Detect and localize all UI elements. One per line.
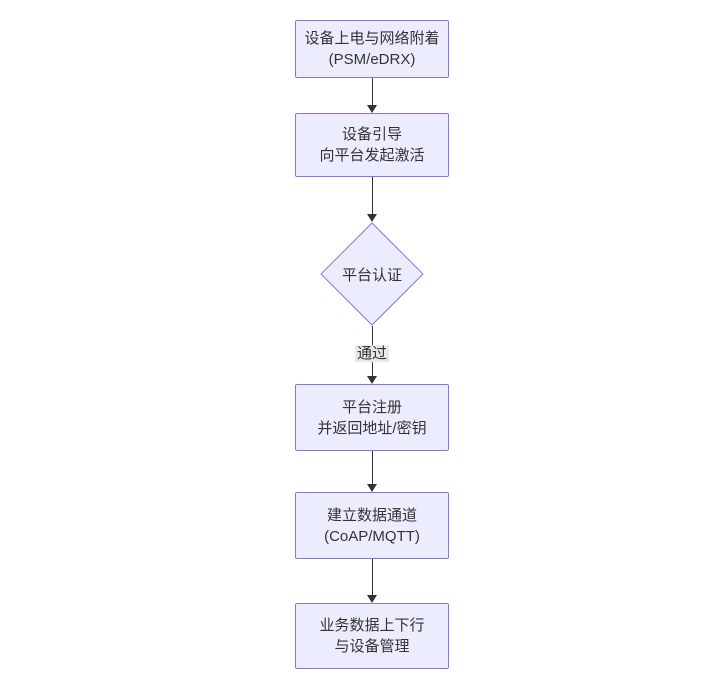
edge-line xyxy=(371,559,373,595)
diamond-shape xyxy=(320,222,424,326)
node-text-line: 设备上电与网络附着 xyxy=(304,30,440,47)
arrowhead-icon xyxy=(367,595,377,603)
arrowhead-icon xyxy=(367,105,377,113)
edge-label-pass: 通过 xyxy=(354,345,390,363)
edge-line xyxy=(371,177,373,214)
node-text-line: 平台认证 xyxy=(341,266,402,284)
node-data-channel: 建立数据通道 (CoAP/MQTT) xyxy=(295,492,449,559)
node-device-bootstrap: 设备引导 向平台发起激活 xyxy=(295,113,449,177)
edge-a-b xyxy=(312,78,432,113)
node-platform-auth-decision: 平台认证 xyxy=(320,222,424,326)
node-text-line: 并返回地址/密钥 xyxy=(317,419,427,437)
edge-b-c xyxy=(312,177,432,222)
node-text-line: 与设备管理 xyxy=(334,638,410,655)
flow-column: 设备上电与网络附着 (PSM/eDRX) 设备引导 向平台发起激活 平台认证 xyxy=(9,20,726,669)
node-text-line: 平台注册 xyxy=(341,398,402,416)
node-text-line: 向平台发起激活 xyxy=(319,147,425,164)
node-business-data-mgmt: 业务数据上下行 与设备管理 xyxy=(295,603,449,669)
edge-e-f xyxy=(312,559,432,603)
node-text-line: 设备引导 xyxy=(341,126,402,143)
node-text-line: 业务数据上下行 xyxy=(319,617,425,634)
arrowhead-icon xyxy=(367,376,377,384)
edge-d-e xyxy=(312,451,432,492)
node-text-line: 建立数据通道 xyxy=(326,506,417,524)
node-text-line: (PSM/eDRX) xyxy=(328,51,416,68)
node-device-power-attach: 设备上电与网络附着 (PSM/eDRX) xyxy=(295,20,449,78)
arrowhead-icon xyxy=(367,214,377,222)
edge-line xyxy=(371,78,373,105)
edge-c-d: 通过 xyxy=(312,326,432,384)
edge-line xyxy=(371,451,373,484)
node-text-line: (CoAP/MQTT) xyxy=(324,527,420,545)
arrowhead-icon xyxy=(367,484,377,492)
node-platform-register: 平台注册 并返回地址/密钥 xyxy=(295,384,449,451)
